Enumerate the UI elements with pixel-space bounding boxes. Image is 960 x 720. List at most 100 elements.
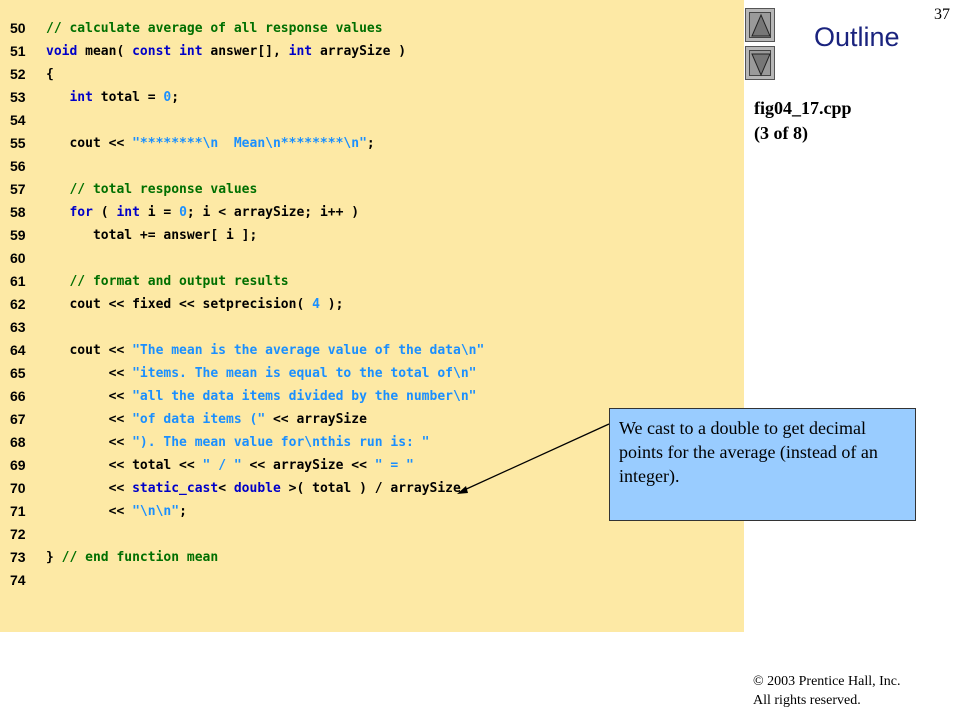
line-number: 62	[10, 296, 26, 312]
code-token: total =	[92, 90, 164, 105]
page-number: 37	[934, 6, 950, 23]
code-token: int	[288, 44, 313, 59]
code-token: for	[69, 205, 93, 220]
line-number: 73	[10, 549, 26, 565]
code-text: // calculate average of all response val…	[46, 17, 383, 40]
code-token: // format and output results	[69, 274, 289, 289]
line-number: 65	[10, 365, 26, 381]
line-number: 52	[10, 66, 26, 82]
line-number: 72	[10, 526, 26, 542]
triangle-down-icon	[751, 53, 771, 77]
line-number: 55	[10, 135, 26, 151]
code-token	[46, 274, 69, 289]
previous-slide-button[interactable]	[745, 8, 775, 42]
code-token: <	[218, 481, 234, 496]
code-token: "items. The mean is equal to the total o…	[132, 366, 477, 381]
code-text: cout << "The mean is the average value o…	[46, 339, 484, 362]
code-token: << total <<	[46, 458, 203, 473]
code-token: 0	[179, 205, 187, 220]
code-token: i =	[139, 205, 180, 220]
code-token: cout <<	[46, 136, 133, 151]
code-token: <<	[46, 435, 133, 450]
code-token: const int	[132, 44, 203, 59]
code-token: cout <<	[46, 343, 133, 358]
code-token: void	[46, 44, 78, 59]
code-token: static_cast	[132, 481, 219, 496]
line-number: 53	[10, 89, 26, 105]
line-number: 50	[10, 20, 26, 36]
code-token: "********\n Mean\n********\n"	[132, 136, 367, 151]
code-text: << total << " / " << arraySize << " = "	[46, 454, 414, 477]
code-token: << arraySize <<	[241, 458, 375, 473]
code-token: <<	[46, 412, 133, 427]
line-number: 60	[10, 250, 26, 266]
line-number: 61	[10, 273, 26, 289]
copyright-line-1: © 2003 Prentice Hall, Inc.	[753, 674, 901, 689]
line-number: 64	[10, 342, 26, 358]
code-text: } // end function mean	[46, 546, 218, 569]
code-text: for ( int i = 0; i < arraySize; i++ )	[46, 201, 359, 224]
code-text: << "). The mean value for\nthis run is: …	[46, 431, 430, 454]
code-text: << "\n\n";	[46, 500, 187, 523]
code-token: 4	[312, 297, 320, 312]
copyright: © 2003 Prentice Hall, Inc. All rights re…	[753, 672, 901, 710]
code-token: total += answer[ i ];	[46, 228, 258, 243]
code-token	[46, 182, 69, 197]
line-number: 70	[10, 480, 26, 496]
code-text: // total response values	[46, 178, 257, 201]
line-number: 56	[10, 158, 26, 174]
code-token: "all the data items divided by the numbe…	[132, 389, 477, 404]
code-token: ; i < arraySize; i++ )	[186, 205, 360, 220]
code-token: {	[46, 67, 54, 82]
code-token: );	[319, 297, 344, 312]
code-token: cout << fixed << setprecision(	[46, 297, 313, 312]
code-token: " = "	[374, 458, 414, 473]
code-text: << static_cast< double >( total ) / arra…	[46, 477, 461, 500]
line-number: 74	[10, 572, 26, 588]
line-number: 71	[10, 503, 26, 519]
code-token: <<	[46, 504, 133, 519]
code-token: ;	[179, 504, 187, 519]
line-number: 54	[10, 112, 26, 128]
code-token: answer[],	[202, 44, 289, 59]
code-token: (	[92, 205, 117, 220]
line-number: 58	[10, 204, 26, 220]
line-number: 59	[10, 227, 26, 243]
code-token: double	[233, 481, 281, 496]
code-token: ;	[366, 136, 375, 151]
code-token: 0	[163, 90, 172, 105]
line-number: 66	[10, 388, 26, 404]
code-text: cout << fixed << setprecision( 4 );	[46, 293, 343, 316]
code-token: ;	[171, 90, 180, 105]
next-slide-button[interactable]	[745, 46, 775, 80]
code-token: <<	[46, 366, 133, 381]
outline-title: Outline	[814, 22, 900, 52]
file-name: fig04_17.cpp	[754, 98, 852, 118]
code-token: }	[46, 550, 62, 565]
code-token: >( total ) / arraySize	[280, 481, 461, 496]
code-token: "). The mean value for\nthis run is: "	[132, 435, 430, 450]
code-token	[46, 90, 69, 105]
line-number: 68	[10, 434, 26, 450]
triangle-up-icon	[751, 13, 771, 37]
code-token: int	[116, 205, 140, 220]
code-token: " / "	[202, 458, 242, 473]
code-text: int total = 0;	[46, 86, 179, 109]
code-token: "\n\n"	[132, 504, 180, 519]
code-token	[46, 205, 69, 220]
code-token: // end function mean	[61, 550, 219, 565]
code-token: int	[69, 90, 93, 105]
line-number: 57	[10, 181, 26, 197]
code-token: << arraySize	[265, 412, 367, 427]
code-panel: 50 // calculate average of all response v…	[0, 0, 744, 632]
line-number: 63	[10, 319, 26, 335]
code-token: // total response values	[69, 182, 258, 197]
code-text: << "all the data items divided by the nu…	[46, 385, 477, 408]
callout-box: We cast to a double to get decimal point…	[609, 408, 916, 521]
code-token: "The mean is the average value of the da…	[132, 343, 485, 358]
file-part: (3 of 8)	[754, 123, 808, 143]
line-number: 67	[10, 411, 26, 427]
code-text: cout << "********\n Mean\n********\n";	[46, 132, 375, 155]
code-token: mean(	[77, 44, 133, 59]
line-number: 51	[10, 43, 26, 59]
